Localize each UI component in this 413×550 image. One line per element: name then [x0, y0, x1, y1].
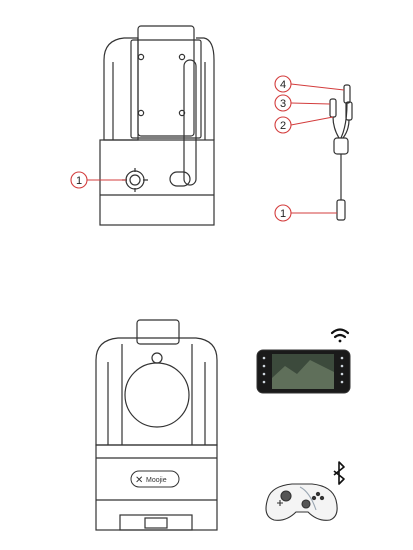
cable-junction: [333, 137, 349, 155]
cable-wire: [340, 102, 348, 139]
callout-number: 3: [280, 98, 286, 110]
screw: [137, 53, 145, 61]
cable-connector-4: [343, 84, 351, 104]
base-foot: [119, 514, 193, 531]
brand-x-icon: ✕: [135, 475, 143, 486]
power-connector-inner: [129, 174, 141, 186]
y-cable: [329, 84, 353, 221]
body-frame-lines: [121, 344, 193, 445]
gamepad-button: [319, 495, 325, 501]
mount-plate: [137, 25, 195, 137]
body-right-shell: [196, 37, 215, 140]
device-bottom: [95, 319, 218, 531]
base-block: [99, 139, 215, 226]
gamepad-left-stick: [280, 490, 292, 502]
phone-side-buttons: [262, 356, 344, 384]
wifi-icon: [330, 328, 350, 343]
callout-number: 2: [280, 120, 286, 132]
power-connector: [125, 170, 145, 190]
wifi-dot: [338, 339, 342, 343]
device-top: [99, 25, 215, 226]
phone-icon: [256, 349, 351, 394]
wifi-arc-outer: [330, 328, 350, 335]
callout-leader: [290, 116, 334, 126]
brand-badge-frame: [130, 470, 180, 488]
cable-connector-3: [329, 98, 337, 118]
bluetooth-icon: [333, 461, 345, 485]
brand-label: Moojie: [146, 477, 167, 484]
callout-number: 1: [76, 175, 82, 187]
screw: [137, 109, 145, 117]
cable-wire: [332, 116, 340, 139]
callout-leader: [290, 102, 331, 105]
gamepad-shading: [299, 486, 317, 511]
cable-wire: [342, 119, 350, 139]
antenna: [183, 59, 197, 186]
mount-frame: [130, 39, 202, 139]
gamepad-dpad: [277, 500, 283, 506]
callout-leader: [290, 83, 345, 91]
cable-connector-1: [336, 199, 346, 221]
gamepad-button: [311, 495, 317, 501]
brand-badge: ✕ Moojie: [130, 470, 180, 488]
cable-callout-4: 4: [274, 75, 345, 93]
body-left-shell: [103, 37, 139, 141]
hanging-ring: [151, 352, 163, 364]
screw: [178, 53, 186, 61]
bluetooth-rune: [333, 461, 345, 485]
wifi-arc-inner: [333, 333, 347, 339]
base-port: [144, 517, 168, 529]
callout-number: 4: [280, 79, 286, 91]
device-callout-1: 1: [70, 171, 126, 189]
gamepad-icon: [265, 483, 338, 521]
body-inner-lines: [107, 362, 206, 445]
gamepad-right-stick: [301, 499, 311, 509]
gamepad-body: [265, 483, 338, 521]
cable-callout-3: 3: [274, 94, 331, 112]
camera-lens: [124, 362, 190, 428]
cable-callout-2: 2: [274, 116, 334, 134]
cable-callout-1: 1: [274, 204, 337, 222]
phone-screen-scene: [272, 360, 334, 389]
body-shell: [95, 337, 218, 446]
toggle-switch: [169, 171, 191, 187]
gamepad-button: [315, 491, 321, 497]
callout-number: 1: [280, 208, 286, 220]
top-handle: [136, 319, 180, 345]
